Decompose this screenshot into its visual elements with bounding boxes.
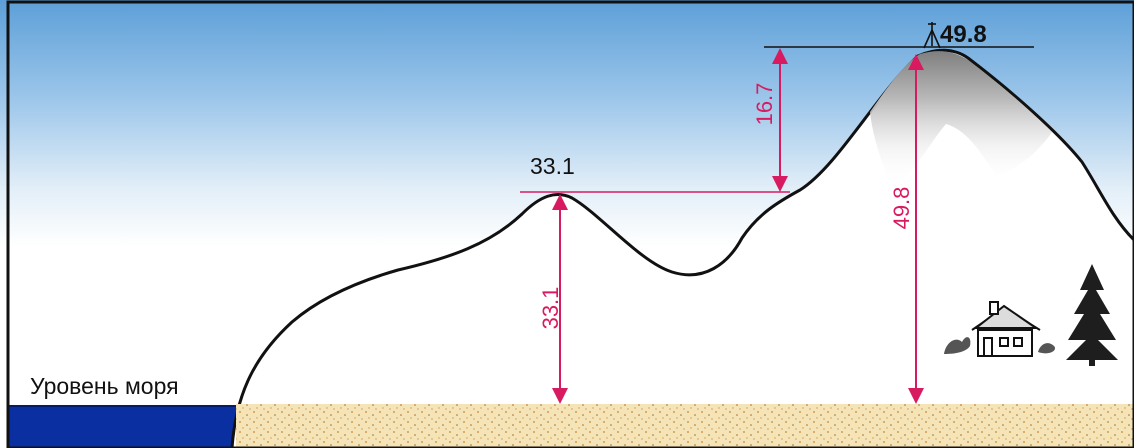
relative-height-label: 16.7 xyxy=(752,83,777,126)
hill-summit-elevation-label: 33.1 xyxy=(530,153,575,179)
bush-icon xyxy=(944,337,1056,354)
ground xyxy=(236,404,1134,448)
sea xyxy=(8,406,238,448)
geodetic-marker-icon xyxy=(923,22,941,49)
hill-height-label: 33.1 xyxy=(538,287,563,330)
sea-level-label: Уровень моря xyxy=(30,373,179,399)
house-icon xyxy=(971,301,1041,357)
mountain-height-label: 49.8 xyxy=(889,187,914,230)
mountain-summit-elevation-label: 49.8 xyxy=(940,21,987,48)
fir-tree-icon xyxy=(1066,264,1118,366)
